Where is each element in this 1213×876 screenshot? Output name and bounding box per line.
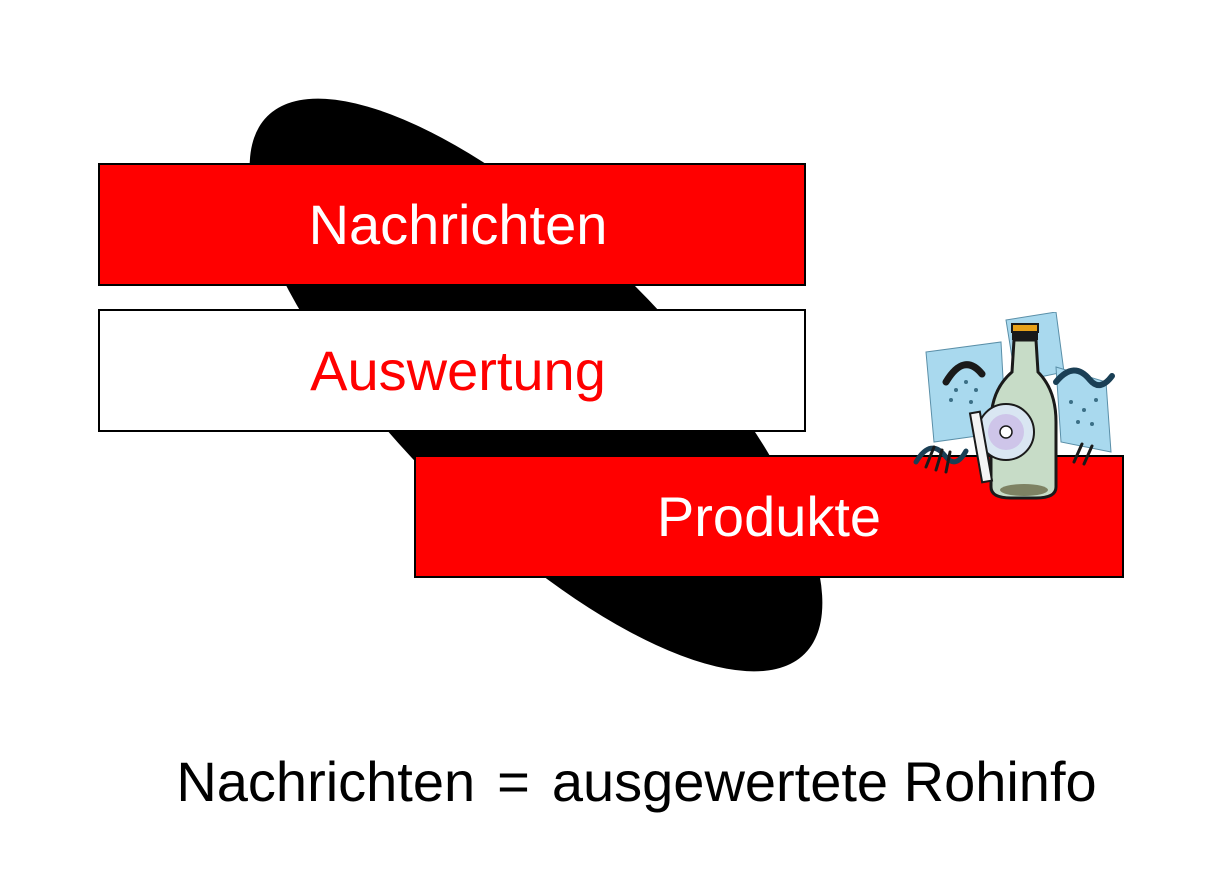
box-auswertung-label: Auswertung	[310, 338, 606, 402]
box-produkte-label: Produkte	[656, 484, 882, 548]
box-nachrichten-label: Nachrichten	[308, 192, 608, 256]
box-auswertung: Auswertung	[98, 309, 806, 432]
caption-equals: =	[497, 750, 530, 813]
box-nachrichten: Nachrichten	[98, 163, 806, 286]
caption-definition: ausgewertete Rohinfo	[551, 750, 1097, 813]
caption: Nachrichten = ausgewertete Rohinfo	[0, 748, 1213, 815]
message-in-a-bottle-icon	[913, 312, 1115, 500]
caption-term: Nachrichten	[176, 750, 476, 813]
